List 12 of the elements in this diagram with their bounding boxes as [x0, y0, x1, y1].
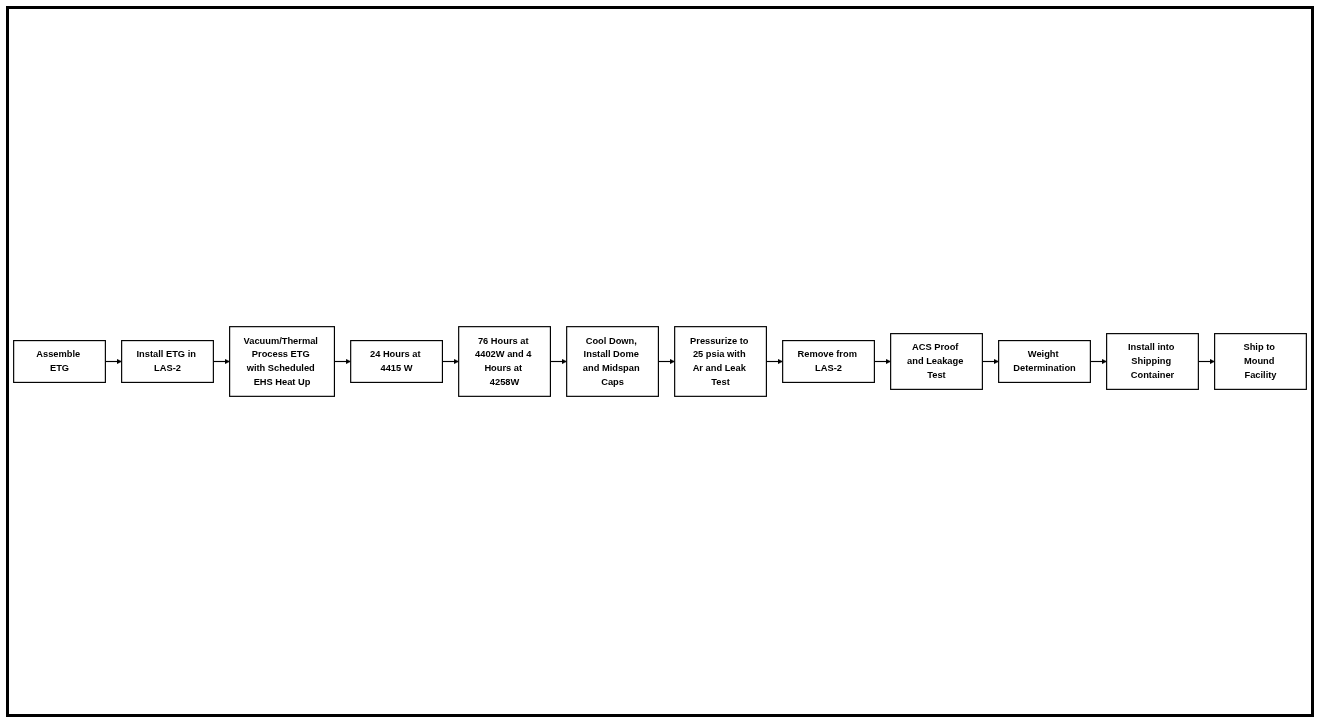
node-box: Install into Shipping Container [1106, 333, 1199, 390]
node-box: Remove from LAS-2 [782, 340, 875, 383]
node-box: 76 Hours at 4402W and 4 Hours at 4258W [458, 326, 551, 397]
node-box: Vacuum/Thermal Process ETG with Scheduled EHS Heat Up [229, 326, 335, 397]
node-box: Install ETG in LAS-2 [121, 340, 214, 383]
node-box: Pressurize to 25 psia with Ar and Leak Test [674, 326, 767, 397]
node-box: ACS Proof and Leakage Test [890, 333, 983, 390]
node-box: Assemble ETG [13, 340, 106, 383]
node-box: 24 Hours at 4415 W [350, 340, 443, 383]
node-box: Ship to Mound Facility [1214, 333, 1307, 390]
node-box: Cool Down, Install Dome and Midspan Caps [566, 326, 659, 397]
node-box: Weight Determination [998, 340, 1091, 383]
